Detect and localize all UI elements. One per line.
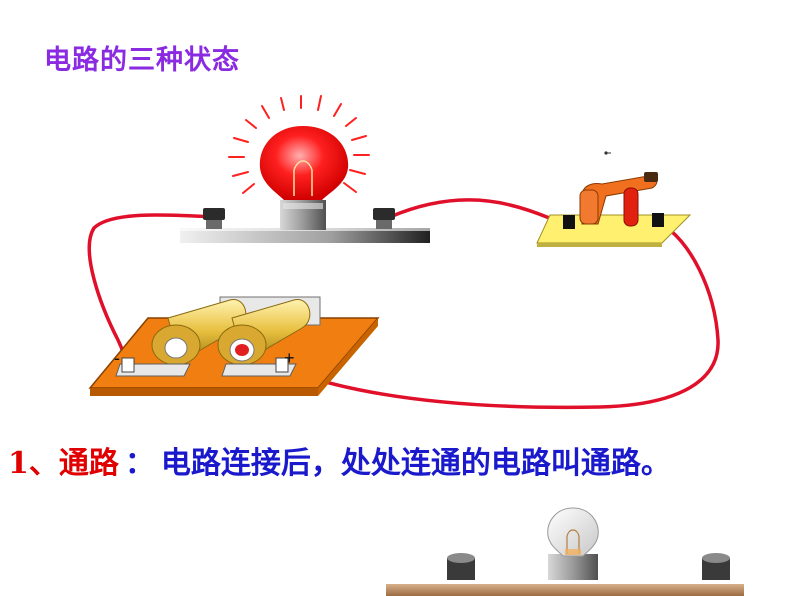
bulb-terminal-left: [203, 208, 225, 229]
bottom-terminal-left: [447, 553, 475, 580]
wire-switch-to-battery: [282, 221, 720, 410]
lit-bulb-icon: [180, 95, 430, 243]
bulb-filament: [293, 160, 313, 196]
battery-plus-label: +: [284, 348, 295, 368]
wire-bulb-to-switch: [388, 198, 569, 226]
bulb-terminal-right: [373, 208, 395, 229]
battery-holder-icon: - +: [88, 296, 380, 396]
knife-switch-icon: [536, 151, 692, 247]
light-rays: [228, 95, 370, 194]
battery-terminal-plus: [275, 357, 289, 373]
battery-minus-label: -: [114, 348, 120, 368]
term-separator: ：: [124, 446, 155, 481]
definition-statement: 1、通路：电路连接后，处处连通的电路叫通路。: [8, 438, 671, 482]
bulb-glass: [259, 126, 349, 200]
battery-cell-2: [217, 299, 311, 366]
page-title: 电路的三种状态: [44, 45, 240, 76]
wood-strip: [386, 584, 744, 596]
item-number: 1、: [8, 446, 59, 481]
switch-base: [536, 214, 692, 244]
switch-blade: [579, 172, 658, 227]
bottom-terminal-right: [702, 553, 730, 580]
battery-cell-1: [151, 299, 247, 366]
definition-text: 电路连接后，处处连通的电路叫通路。: [160, 446, 671, 481]
switch-contact-left: [563, 215, 575, 229]
switch-contact-right: [652, 213, 664, 227]
unlit-bulb-socket: [548, 554, 598, 580]
unlit-circuit-preview: [386, 507, 744, 596]
unlit-bulb-glass: [547, 507, 599, 557]
unlit-bulb-icon: [547, 507, 599, 580]
term-label: 通路: [58, 446, 119, 481]
bulb-base-bar: [180, 228, 430, 243]
battery-terminal-minus: [121, 357, 135, 373]
